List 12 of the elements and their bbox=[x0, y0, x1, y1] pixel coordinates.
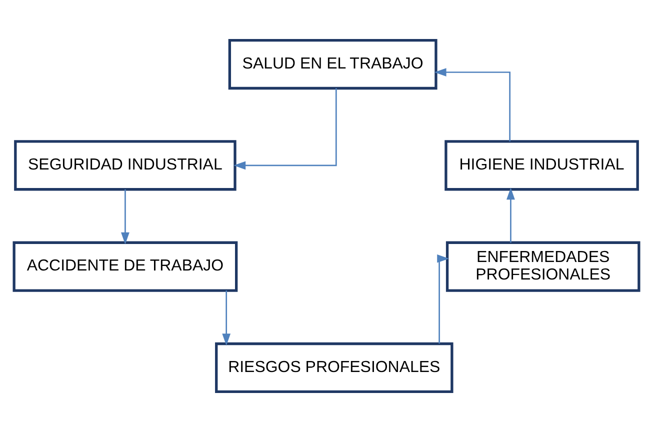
arrow bbox=[434, 68, 510, 141]
arrow bbox=[222, 290, 231, 346]
arrow bbox=[506, 187, 515, 242]
node-box: HIGIENE INDUSTRIAL bbox=[444, 140, 639, 190]
node-box: SALUD EN EL TRABAJO bbox=[228, 38, 438, 90]
node-box: ACCIDENTE DE TRABAJO bbox=[12, 240, 238, 292]
node-box: RIESGOS PROFESIONALES bbox=[215, 342, 454, 392]
node-box: ENFERMEDADES PROFESIONALES bbox=[446, 240, 640, 292]
arrow bbox=[234, 88, 337, 170]
node-box: SEGURIDAD INDUSTRIAL bbox=[14, 140, 236, 190]
arrow bbox=[437, 254, 450, 343]
arrow bbox=[121, 188, 130, 244]
